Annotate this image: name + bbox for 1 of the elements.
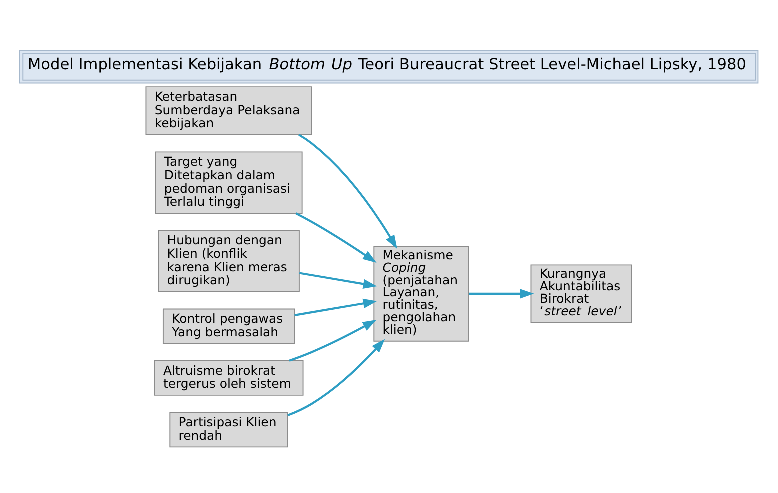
diagram-title: Model Implementasi Kebijakan Bottom Up Teori Bureaucrat Street Level-Michael Lipsky, 1980 xyxy=(28,55,746,74)
